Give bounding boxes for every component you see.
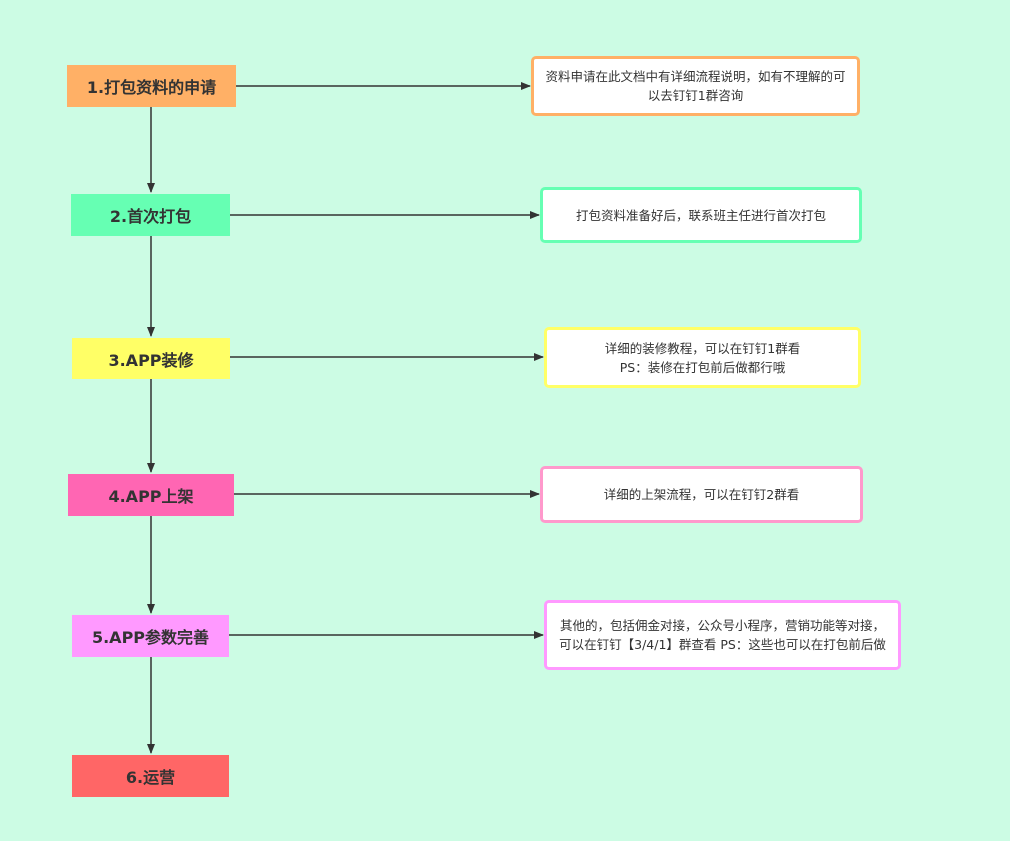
note-box-2[interactable]: 打包资料准备好后，联系班主任进行首次打包: [540, 187, 862, 243]
step-box-3[interactable]: 3.APP装修: [72, 338, 230, 379]
note-box-3[interactable]: 详细的装修教程，可以在钉钉1群看 PS：装修在打包前后做都行哦: [544, 327, 861, 388]
step-box-1[interactable]: 1.打包资料的申请: [67, 65, 236, 107]
step-box-4[interactable]: 4.APP上架: [68, 474, 234, 516]
step-box-6[interactable]: 6.运营: [72, 755, 229, 797]
note-box-5[interactable]: 其他的，包括佣金对接，公众号小程序，营销功能等对接，可以在钉钉【3/4/1】群查…: [544, 600, 901, 670]
note-box-1[interactable]: 资料申请在此文档中有详细流程说明，如有不理解的可以去钉钉1群咨询: [531, 56, 860, 116]
step-box-2[interactable]: 2.首次打包: [71, 194, 230, 236]
note-box-4[interactable]: 详细的上架流程，可以在钉钉2群看: [540, 466, 863, 523]
step-box-5[interactable]: 5.APP参数完善: [72, 615, 229, 657]
